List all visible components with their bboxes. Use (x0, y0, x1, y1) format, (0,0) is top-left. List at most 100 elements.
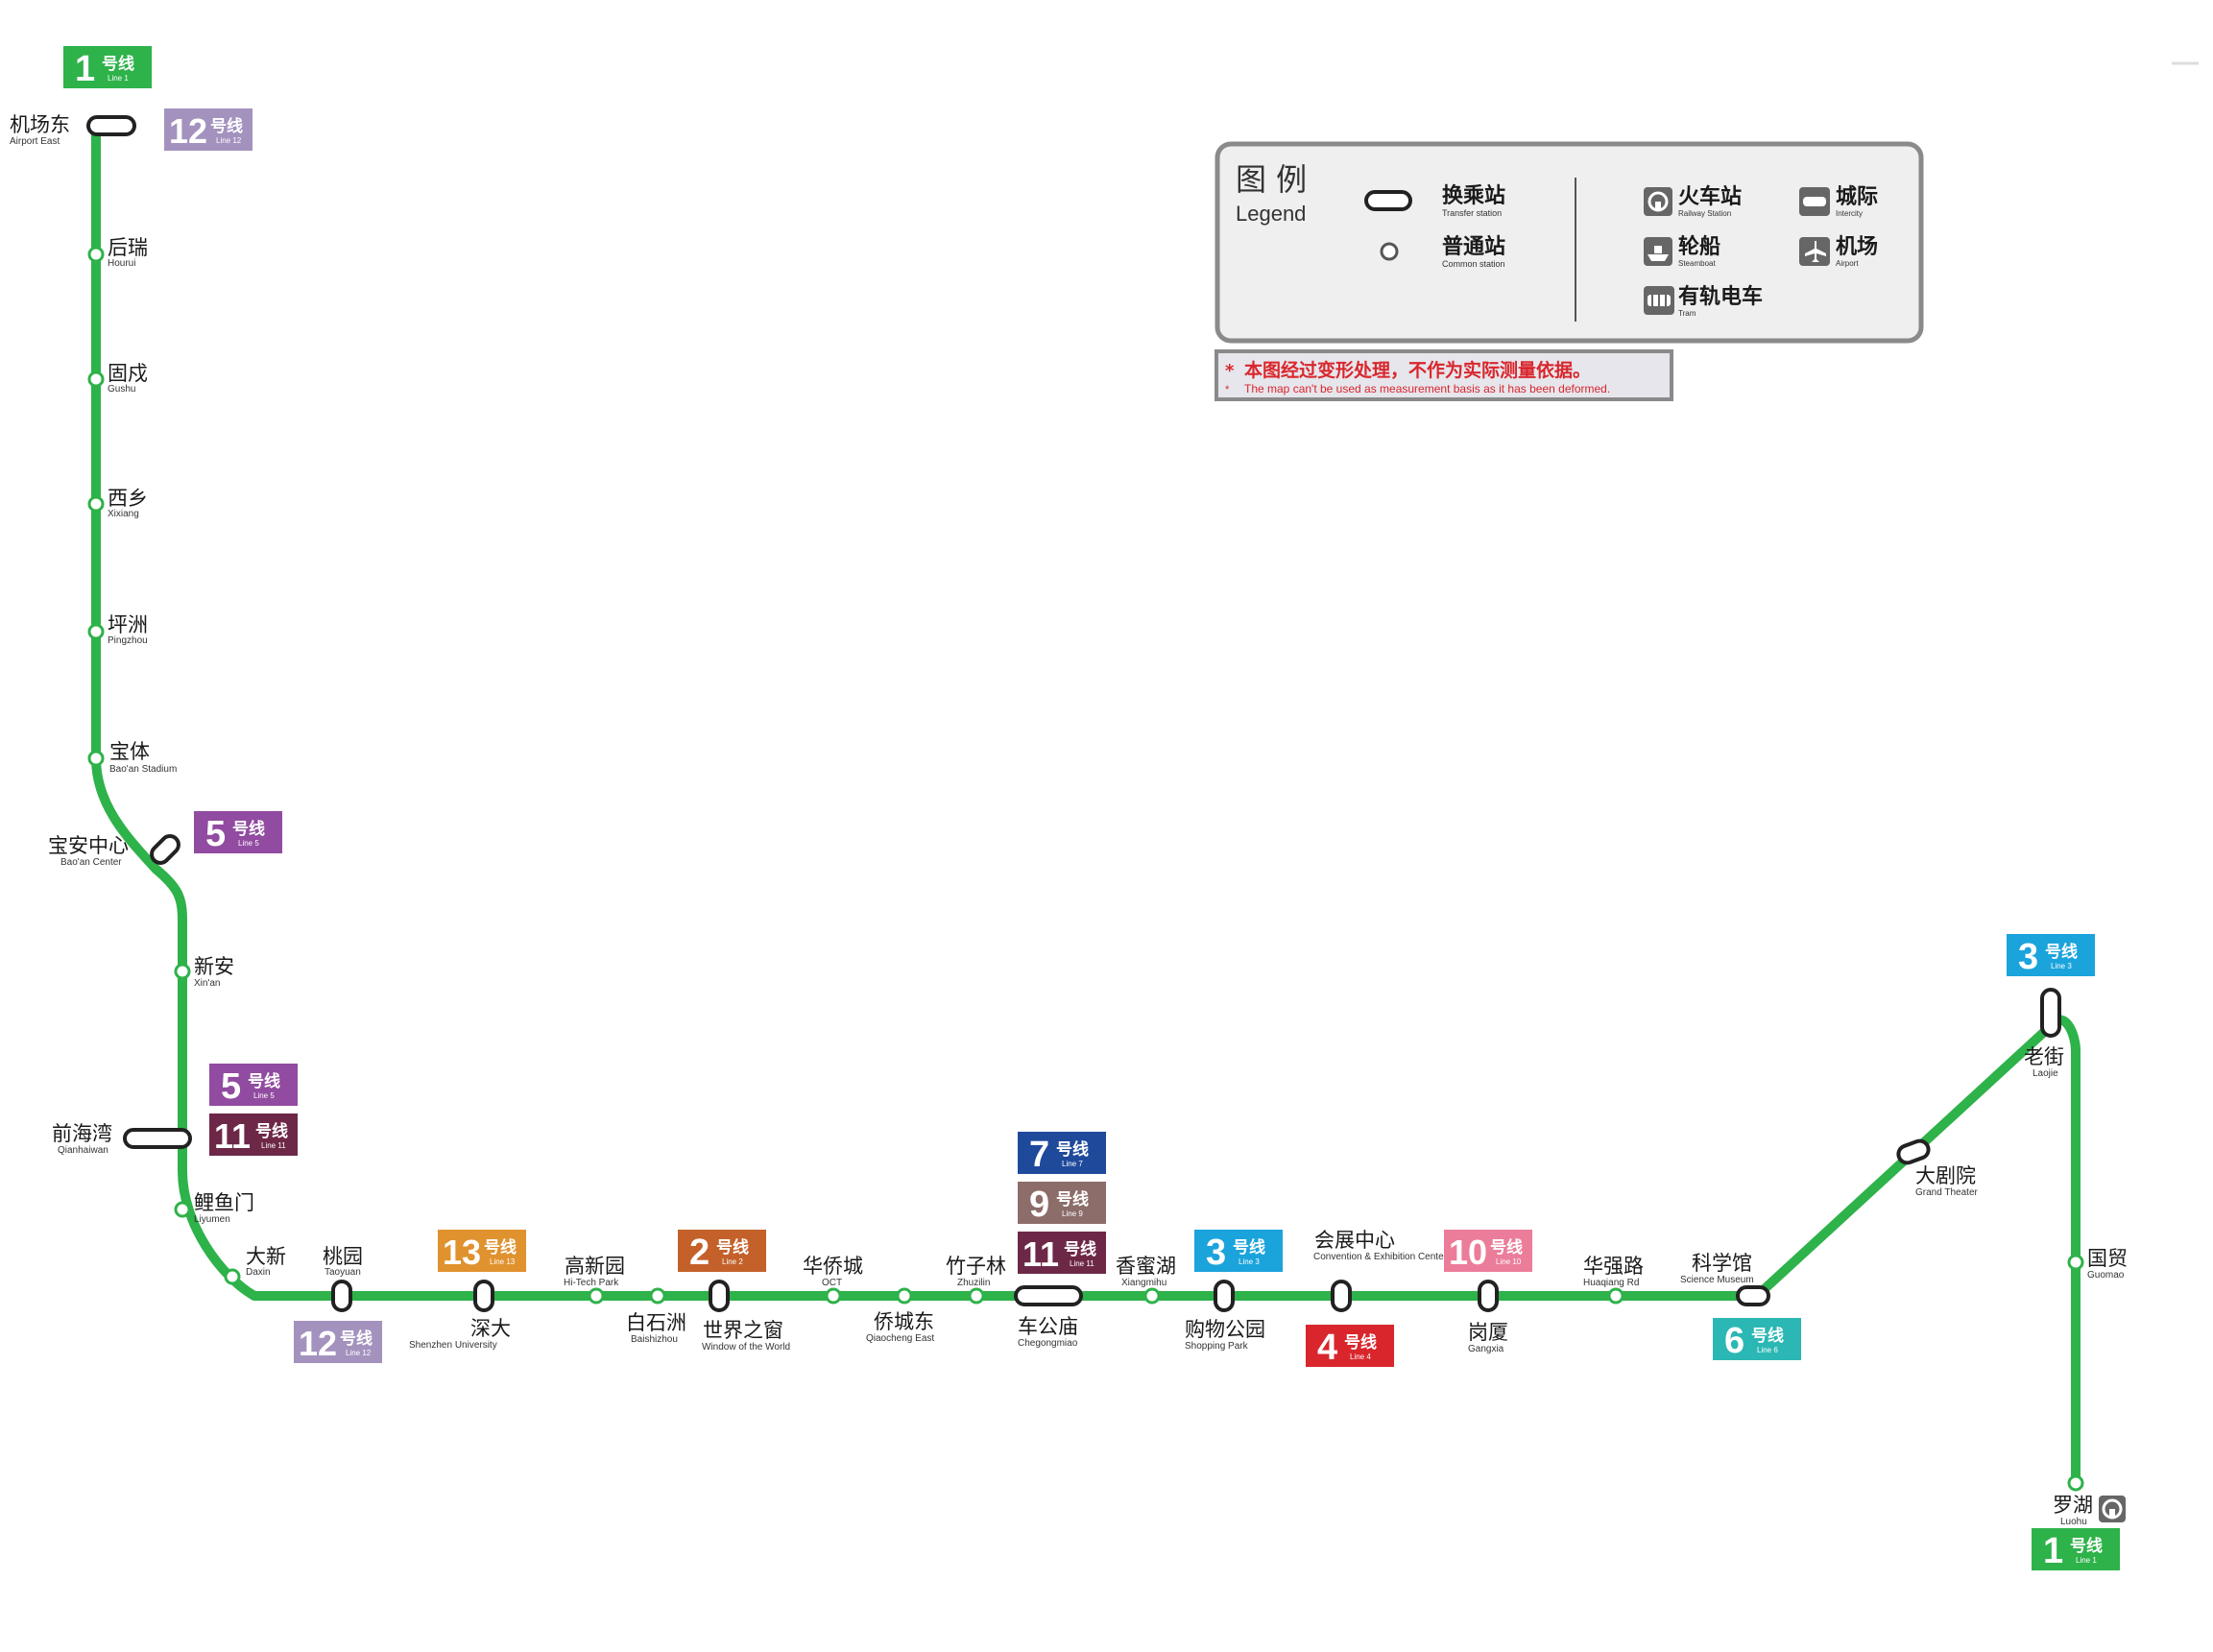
badge-number: 7 (1029, 1135, 1049, 1175)
station-label-airport-east-en: Airport East (10, 136, 60, 147)
station-marker-hourui[interactable] (87, 246, 105, 263)
station-label-window-of-world: 世界之窗 (703, 1319, 783, 1342)
station-label-taoyuan-en: Taoyuan (325, 1267, 361, 1278)
notice-marker-2: * (1225, 384, 1230, 395)
badge-english: Line 4 (1350, 1353, 1371, 1361)
legend-common-label: 普通站 (1442, 234, 1505, 259)
station-marker-science-museum[interactable] (1736, 1285, 1770, 1306)
station-label-xiangmihu-en: Xiangmihu (1121, 1278, 1167, 1288)
station-marker-zhuzilin[interactable] (968, 1287, 985, 1305)
station-marker-baishizhou[interactable] (649, 1287, 666, 1305)
badge-english: Line 11 (1070, 1259, 1094, 1268)
station-marker-shopping-park[interactable] (1214, 1280, 1235, 1312)
station-marker-liyumen[interactable] (174, 1201, 191, 1218)
station-label-science-museum: 科学馆 (1692, 1252, 1752, 1275)
station-marker-pingzhou[interactable] (87, 623, 105, 640)
legend-tram-label: 有轨电车 (1678, 284, 1763, 309)
station-label-qianhaiwan: 前海湾 (52, 1122, 112, 1145)
station-label-qiaocheng-east-en: Qiaocheng East (866, 1333, 934, 1344)
badge-bg (1306, 1325, 1394, 1367)
station-label-baoan-center-en: Bao'an Center (60, 857, 122, 868)
legend-title-en: Legend (1236, 202, 1306, 226)
station-marker-huaqiang-rd[interactable] (1607, 1287, 1624, 1305)
station-label-qiaocheng-east: 侨城东 (874, 1310, 934, 1333)
badge-number: 10 (1449, 1233, 1487, 1272)
station-marker-qianhaiwan[interactable] (123, 1128, 192, 1149)
badge-number: 9 (1029, 1185, 1049, 1225)
badge-english: Line 5 (238, 839, 259, 848)
station-label-luohu: 罗湖 (2053, 1494, 2093, 1517)
station-marker-gangxia[interactable] (1478, 1280, 1499, 1312)
station-labels: 机场东 Airport East 后瑞 Hourui 固戍 Gushu 西乡 X… (10, 113, 2128, 1527)
station-marker-shenda[interactable] (473, 1280, 494, 1312)
badge-bg (1444, 1230, 1532, 1272)
station-label-hi-tech-park: 高新园 (565, 1255, 625, 1278)
station-marker-luohu[interactable] (2067, 1474, 2084, 1492)
badge-english: Line 3 (1239, 1257, 1260, 1266)
station-marker-window-of-world[interactable] (709, 1280, 730, 1312)
station-marker-hi-tech-park[interactable] (588, 1287, 605, 1305)
badge-english: Line 3 (2051, 962, 2072, 970)
station-marker-daxin[interactable] (224, 1268, 241, 1285)
station-marker-airport-east[interactable] (86, 115, 136, 136)
notice-zh: 本图经过变形处理，不作为实际测量依据。 (1244, 359, 1591, 381)
badge-english: Line 7 (1062, 1160, 1083, 1168)
station-marker-xiangmihu[interactable] (1143, 1287, 1161, 1305)
station-marker-qiaocheng-east[interactable] (896, 1287, 913, 1305)
station-label-xinan: 新安 (194, 955, 234, 978)
station-marker-baoan-center[interactable] (148, 832, 181, 866)
legend-railway-icon (1644, 187, 1672, 216)
station-label-baoan-stadium: 宝体 (109, 740, 150, 763)
station-marker-chegongmiao[interactable] (1014, 1285, 1083, 1306)
badge-bg (1018, 1182, 1106, 1224)
station-marker-grand-theater[interactable] (1896, 1138, 1931, 1165)
badge-suffix: 号线 (210, 116, 243, 136)
station-marker-baoan-stadium[interactable] (87, 750, 105, 767)
station-marker-convention-center[interactable] (1331, 1280, 1352, 1312)
badge-bg (1713, 1318, 1801, 1360)
badge-bg (209, 1064, 298, 1106)
legend-steamboat-icon (1644, 237, 1672, 266)
station-label-daxin-en: Daxin (246, 1267, 271, 1278)
station-label-gushu-en: Gushu (108, 384, 135, 395)
station-marker-xixiang[interactable] (87, 495, 105, 513)
badge-bg (1194, 1230, 1283, 1272)
station-label-baoan-center: 宝安中心 (48, 834, 129, 857)
badge-suffix: 号线 (255, 1121, 288, 1141)
legend-airport-icon (1799, 237, 1830, 266)
badge-suffix: 号线 (102, 54, 134, 74)
station-marker-laojie[interactable] (2040, 988, 2061, 1038)
station-marker-oct[interactable] (825, 1287, 842, 1305)
station-label-baishizhou: 白石洲 (626, 1311, 686, 1334)
station-marker-xinan[interactable] (174, 963, 191, 980)
station-label-shenda-en: Shenzhen University (409, 1340, 497, 1351)
station-label-laojie-en: Laojie (2033, 1068, 2058, 1079)
common-stations (87, 246, 2084, 1492)
station-marker-guomao[interactable] (2067, 1254, 2084, 1271)
badge-number: 13 (443, 1233, 481, 1272)
station-marker-taoyuan[interactable] (331, 1280, 352, 1312)
station-label-grand-theater-en: Grand Theater (1915, 1187, 1979, 1198)
badge-bg (678, 1230, 766, 1272)
station-label-daxin: 大新 (246, 1245, 286, 1268)
station-label-pingzhou-en: Pingzhou (108, 635, 148, 646)
station-marker-gushu[interactable] (87, 371, 105, 388)
